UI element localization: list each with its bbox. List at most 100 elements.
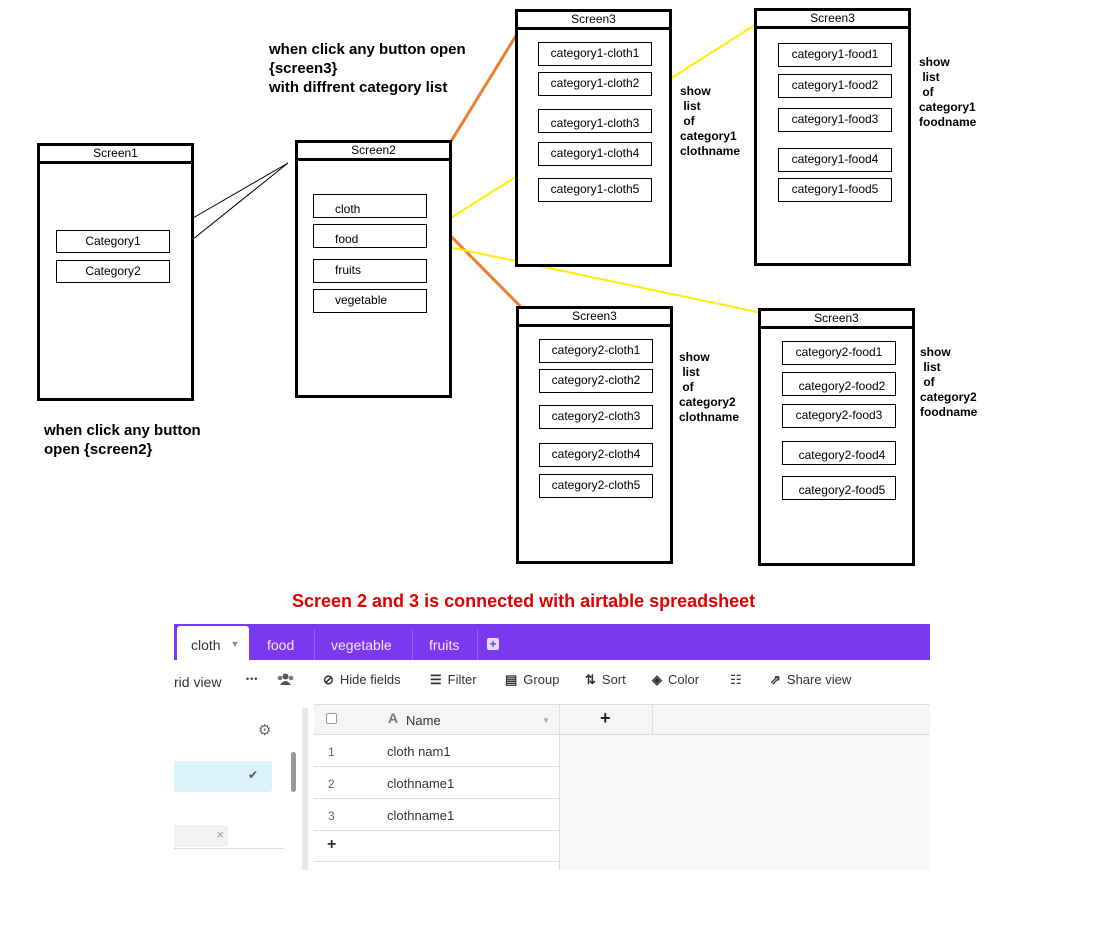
grid-line: [314, 766, 559, 767]
category1-cloth2-button[interactable]: category1-cloth2: [538, 72, 652, 96]
grid-line: [314, 861, 559, 862]
views-panel-selected-item[interactable]: ✔: [174, 761, 272, 792]
screen1-frame: Screen1 Category1 Category2: [37, 143, 194, 401]
gear-icon[interactable]: ⚙: [258, 722, 272, 739]
food-button[interactable]: food: [313, 224, 427, 248]
sort-button[interactable]: ⇅ Sort: [585, 672, 626, 688]
row-number: 1: [328, 745, 335, 759]
group-button[interactable]: ▤ Group: [505, 672, 559, 688]
category1-cloth5-button[interactable]: category1-cloth5: [538, 178, 652, 202]
row-name-cell[interactable]: clothname1: [387, 776, 455, 791]
fruits-button[interactable]: fruits: [313, 259, 427, 283]
tab-separator: [314, 630, 315, 660]
grid-line: [314, 798, 559, 799]
sort-icon: ⇅: [585, 672, 596, 687]
grid-line: [559, 704, 560, 870]
share-icon: ⇗: [770, 672, 781, 687]
category2-food3-button[interactable]: category2-food3: [782, 404, 896, 428]
screen3-cloth-cat2-title: Screen3: [519, 309, 670, 327]
row-number: 2: [328, 777, 335, 791]
text-field-icon: A: [388, 710, 399, 726]
category2-cloth1-button[interactable]: category2-cloth1: [539, 339, 653, 363]
hide-fields-button[interactable]: ⊘Hide fields: [323, 672, 401, 688]
filter-button[interactable]: ☰Filter: [430, 672, 477, 688]
color-button[interactable]: ◈ Color: [652, 672, 699, 688]
category1-food2-button[interactable]: category1-food2: [778, 74, 892, 98]
tab-cloth-label: cloth: [191, 637, 221, 653]
grid-header-bg: [314, 704, 930, 734]
grid-line: [314, 734, 930, 735]
checkmark-icon: ✔: [247, 768, 258, 782]
category2-cloth3-button[interactable]: category2-cloth3: [539, 405, 653, 429]
grid-empty-area: [560, 735, 930, 870]
tab-separator: [412, 630, 413, 660]
grid-view-label[interactable]: rid view: [174, 674, 222, 690]
category1-button[interactable]: Category1: [56, 230, 170, 253]
row-height-icon[interactable]: ☷: [730, 672, 742, 687]
grid-line: [314, 704, 930, 705]
panel-divider: [302, 708, 308, 870]
category1-cloth1-button[interactable]: category1-cloth1: [538, 42, 652, 66]
vegetable-button[interactable]: vegetable: [313, 289, 427, 313]
add-column-button[interactable]: +: [600, 708, 611, 728]
cloth-button[interactable]: cloth: [313, 194, 427, 218]
more-options-icon[interactable]: •••: [246, 674, 259, 684]
category2-cloth2-button[interactable]: category2-cloth2: [539, 369, 653, 393]
close-icon[interactable]: ×: [216, 827, 224, 842]
category1-food5-button[interactable]: category1-food5: [778, 178, 892, 202]
screen1-title: Screen1: [40, 146, 191, 164]
category2-food2-button[interactable]: category2-food2: [782, 372, 896, 396]
views-search-box[interactable]: ×: [174, 825, 228, 847]
paint-bucket-icon: ◈: [652, 672, 662, 687]
screen1-note: when click any button open {screen2}: [44, 422, 201, 458]
screen3-food-cat1-frame: Screen3 category1-food1 category1-food2 …: [754, 8, 911, 266]
row-number: 3: [328, 809, 335, 823]
tab-cloth[interactable]: cloth ▼: [177, 626, 249, 660]
category2-food5-button[interactable]: category2-food5: [782, 476, 896, 500]
name-column-header[interactable]: Name: [406, 713, 441, 728]
screen2-title: Screen2: [298, 143, 449, 161]
collaborators-icon[interactable]: [277, 673, 294, 688]
add-row-button[interactable]: +: [327, 836, 337, 853]
airtable-connection-heading: Screen 2 and 3 is connected with airtabl…: [292, 591, 756, 611]
category2-cloth4-button[interactable]: category2-cloth4: [539, 443, 653, 467]
eye-slash-icon: ⊘: [323, 672, 334, 687]
screen3-food-cat2-note: show list of category2 foodname: [920, 345, 978, 419]
category2-button[interactable]: Category2: [56, 260, 170, 283]
row-name-cell[interactable]: cloth nam1: [387, 744, 451, 759]
category2-food1-button[interactable]: category2-food1: [782, 341, 896, 365]
screen3-cloth-cat1-title: Screen3: [518, 12, 669, 30]
category2-food4-button[interactable]: category2-food4: [782, 441, 896, 465]
share-view-button[interactable]: ⇗ Share view: [770, 672, 851, 688]
group-label: Group: [523, 672, 560, 687]
category2-cloth5-button[interactable]: category2-cloth5: [539, 474, 653, 498]
scrollbar[interactable]: [291, 752, 296, 792]
screen3-food-cat2-title: Screen3: [761, 311, 912, 329]
grid-line: [652, 704, 653, 734]
column-dropdown-icon[interactable]: ▼: [542, 716, 550, 725]
tab-vegetable[interactable]: vegetable: [331, 637, 392, 653]
sort-label: Sort: [601, 672, 626, 687]
screen3-cloth-cat2-note: show list of category2 clothname: [679, 350, 740, 424]
category1-cloth4-button[interactable]: category1-cloth4: [538, 142, 652, 166]
screen3-cloth-cat2-frame: Screen3 category2-cloth1 category2-cloth…: [516, 306, 673, 564]
category1-food4-button[interactable]: category1-food4: [778, 148, 892, 172]
row-name-cell[interactable]: clothname1: [387, 808, 455, 823]
grid-line: [314, 830, 559, 831]
chevron-down-icon[interactable]: ▼: [230, 639, 240, 649]
category1-food1-button[interactable]: category1-food1: [778, 43, 892, 67]
select-all-checkbox[interactable]: [326, 713, 337, 724]
tab-food[interactable]: food: [267, 637, 295, 653]
filter-label: Filter: [447, 672, 477, 687]
tab-fruits[interactable]: fruits: [429, 637, 460, 653]
category1-cloth3-button[interactable]: category1-cloth3: [538, 109, 652, 133]
screen3-food-cat2-frame: Screen3 category2-food1 category2-food2 …: [758, 308, 915, 566]
share-view-label: Share view: [786, 672, 852, 687]
plus-square-icon[interactable]: +: [487, 638, 499, 650]
airtable-tab-bar: cloth ▼ food vegetable fruits +: [174, 624, 930, 660]
category1-food3-button[interactable]: category1-food3: [778, 108, 892, 132]
group-icon: ▤: [505, 672, 518, 687]
screen3-food-cat1-note: show list of category1 foodname: [919, 55, 977, 129]
airtable-spreadsheet: cloth ▼ food vegetable fruits + rid view…: [174, 624, 930, 870]
color-label: Color: [668, 672, 700, 687]
